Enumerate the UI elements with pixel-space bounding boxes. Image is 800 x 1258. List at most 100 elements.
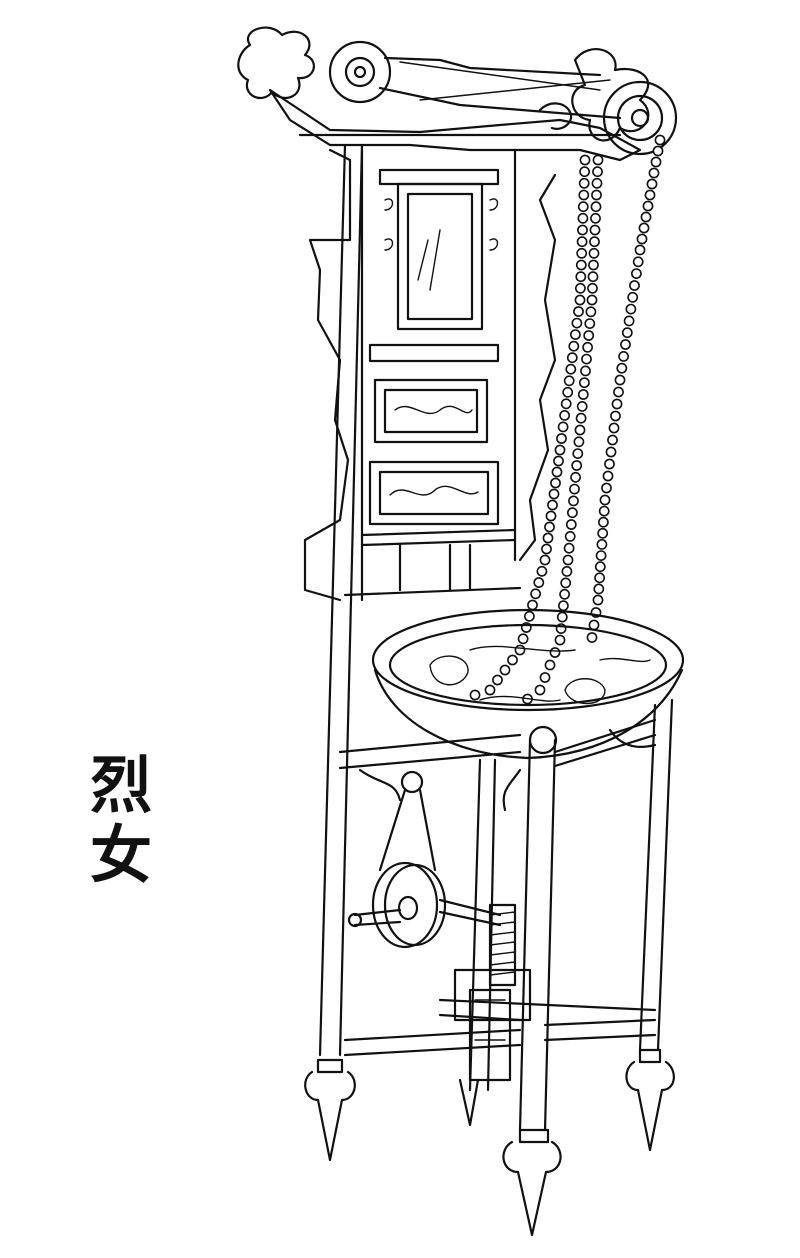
bead [571,317,583,329]
top-crossbar [237,26,678,162]
bead [561,566,573,577]
bead [583,330,595,341]
bead [544,659,556,671]
bead [562,386,574,398]
bead [556,611,568,623]
bead [642,200,654,212]
bead [557,421,569,433]
bead [588,247,600,259]
bead [569,483,580,495]
bead [590,201,602,213]
bead [616,362,628,374]
bead [652,145,664,157]
bead [605,446,617,458]
bead [644,189,656,201]
bead [554,444,566,456]
bead [533,577,545,588]
bead [592,594,604,606]
bead [575,282,586,294]
bead [597,527,609,539]
bead [570,471,581,483]
bead [556,433,567,444]
bead [499,664,511,676]
bead [542,532,554,544]
bead [574,424,586,436]
bead [585,306,597,318]
bead [589,224,601,236]
bead [545,510,557,522]
bead [592,154,604,166]
bead [621,327,633,339]
mirror-screen-panel [303,148,557,602]
bead [553,455,564,467]
bead [563,375,575,387]
bead [589,236,600,248]
bead [577,212,589,224]
bead [541,543,552,555]
bead [579,166,590,178]
bead [578,189,590,201]
bead [514,644,526,656]
stand-frame [318,143,674,1132]
bead [571,460,583,471]
bead [610,410,621,422]
bead [539,554,551,566]
bead [576,236,588,248]
water-basin [371,608,685,760]
bead [550,477,561,489]
bead [595,550,607,561]
bead [560,577,572,589]
bead [586,632,598,643]
bead [594,572,605,584]
bead [575,259,587,271]
bead [579,377,590,389]
bead [559,588,570,600]
bead [560,398,572,410]
bead [575,271,587,283]
mechanism [347,770,532,1082]
bead [593,583,605,595]
bead [599,494,611,506]
bead [591,177,603,189]
bead [547,499,558,511]
bead [638,222,650,234]
spear-feet [304,1048,675,1237]
bead [581,353,592,365]
bead [507,654,518,666]
bead [539,672,551,683]
bead [577,201,589,213]
bead [631,268,642,279]
bead [629,280,640,291]
bead [527,599,538,611]
bead [627,291,639,303]
bead [568,495,579,507]
bead-chains [469,134,666,705]
bead [567,507,578,519]
bead [608,422,620,434]
bead [632,256,644,268]
bead [625,303,637,315]
bead [578,177,590,189]
bead [575,412,587,424]
bead [587,282,598,294]
bead [577,224,588,236]
bead [596,539,608,550]
bead [536,565,548,577]
bead [620,339,631,350]
bead [549,647,561,658]
bead [592,166,603,178]
bead [586,294,598,306]
bead [551,466,563,478]
bead [548,488,560,500]
bead [562,554,574,566]
bead [623,315,635,327]
bead [572,448,584,459]
bead [544,521,555,533]
bead [614,374,626,386]
bead [590,212,601,224]
bead [607,434,618,446]
bead [580,365,591,377]
bead [570,329,581,340]
